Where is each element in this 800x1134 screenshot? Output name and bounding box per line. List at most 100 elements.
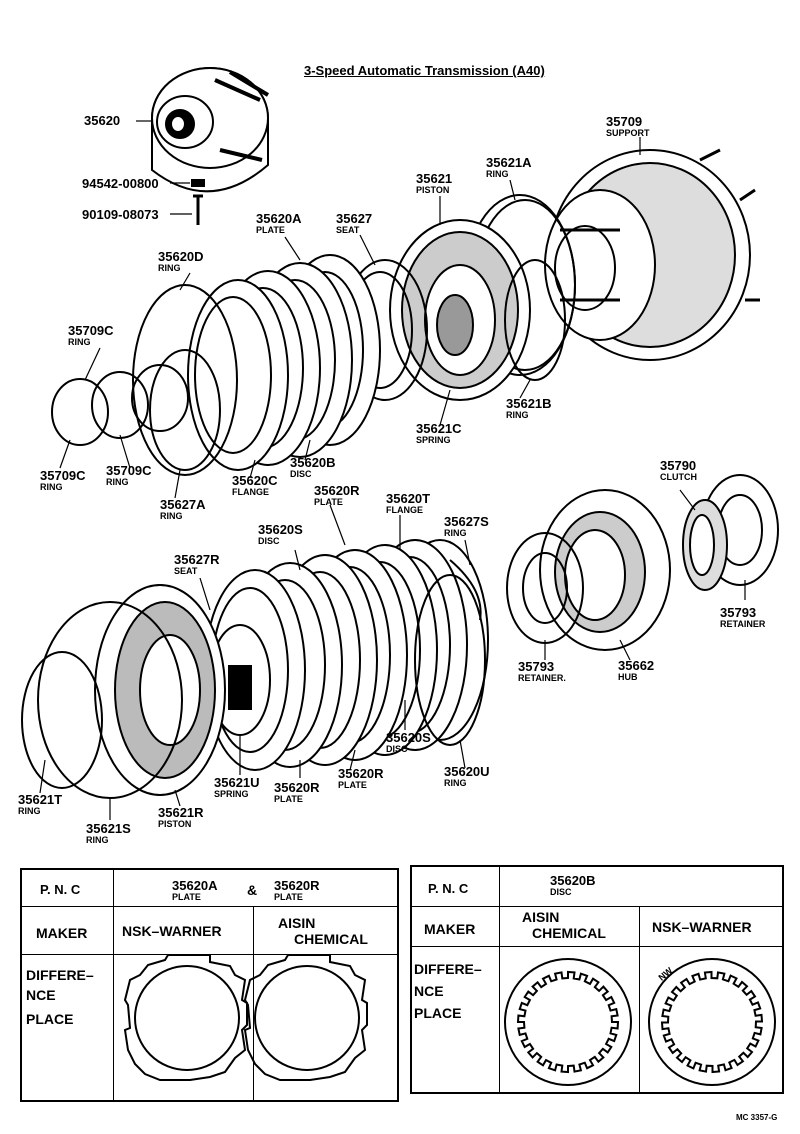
maker-r1-line1: AISIN bbox=[522, 909, 560, 925]
part-number-label: 35790 bbox=[660, 458, 697, 473]
ring-35620D-drawing bbox=[132, 284, 238, 476]
part-name-label: PLATE bbox=[256, 225, 285, 235]
piston-35621R-drawing bbox=[94, 584, 226, 796]
part-name-label: RING bbox=[486, 169, 509, 179]
nut-drawing bbox=[191, 179, 205, 187]
part-number-label: 35621A bbox=[486, 155, 532, 170]
maker-1: NSK–WARNER bbox=[122, 923, 222, 939]
bolt-drawing bbox=[193, 194, 203, 225]
hub-35662-drawing bbox=[539, 489, 671, 651]
diff-r-line1: DIFFERE– bbox=[414, 961, 482, 977]
diff-1-cell-r bbox=[500, 947, 640, 1092]
part-name-label: RING bbox=[40, 482, 63, 492]
part-name-label: PISTON bbox=[416, 185, 450, 195]
nsk-disc-drawing bbox=[648, 958, 776, 1086]
part-number-label: 35627R bbox=[174, 552, 220, 567]
maker-label-cell-r: MAKER bbox=[412, 907, 500, 947]
part-number-label: 35709 bbox=[606, 114, 643, 129]
part-name-label: SEAT bbox=[174, 566, 198, 576]
ring-35621B-drawing bbox=[504, 259, 566, 381]
pnc-label-r: P. N. C bbox=[428, 881, 469, 896]
part-name-label: SUPPORT bbox=[606, 128, 650, 138]
part-name-label: PLATE bbox=[274, 794, 303, 804]
part-name-label: RETAINER bbox=[720, 619, 766, 629]
part-number-label: 35620C bbox=[232, 473, 278, 488]
leader-lines bbox=[39, 120, 746, 820]
part-number-label: 35709C bbox=[106, 463, 152, 478]
part-name-label: PLATE bbox=[338, 780, 367, 790]
maker-2-cell-r: NSK–WARNER bbox=[640, 907, 782, 947]
maker-label-r: MAKER bbox=[424, 921, 476, 937]
disc-marking: NW bbox=[656, 965, 675, 983]
maker-2-cell: AISIN CHEMICAL bbox=[254, 907, 397, 955]
part-name-label: RING bbox=[444, 528, 467, 538]
part-number-label: 35627S bbox=[444, 514, 489, 529]
ring-35621T-drawing bbox=[21, 651, 103, 789]
diff-r-line2: NCE bbox=[414, 983, 444, 999]
part-number-label: 35620R bbox=[338, 766, 384, 781]
part-name-label: RING bbox=[160, 511, 183, 521]
pnc-amp: & bbox=[247, 882, 258, 898]
part-name-label: CLUTCH bbox=[660, 472, 697, 482]
support-35709-drawing bbox=[544, 148, 760, 361]
maker-1-cell: NSK–WARNER bbox=[114, 907, 254, 955]
part-number-label: 35620D bbox=[158, 249, 204, 264]
part-name-label: RING bbox=[506, 410, 529, 420]
pnc-value-cell: 35620A PLATE & 35620R PLATE bbox=[114, 870, 397, 907]
ring-35627A-drawing bbox=[149, 349, 221, 471]
part-name-label: RING bbox=[444, 778, 467, 788]
maker-2-line1: AISIN bbox=[278, 915, 316, 931]
part-name-label: SPRING bbox=[214, 789, 249, 799]
pnc-value-cell-r: 35620B DISC bbox=[500, 867, 782, 907]
ring-35709C-a-drawing bbox=[51, 378, 109, 446]
diff-2-cell-r: NW bbox=[640, 947, 782, 1092]
part-number-label: 35621 bbox=[416, 171, 453, 186]
pnc-b: 35620R bbox=[274, 878, 320, 893]
maker-r1-line2: CHEMICAL bbox=[532, 925, 606, 941]
pnc-a-sub: PLATE bbox=[172, 892, 201, 902]
part-number-label: 35627 bbox=[336, 211, 373, 226]
part-name-label: RING bbox=[68, 337, 91, 347]
part-number-label: 90109-08073 bbox=[82, 207, 159, 222]
part-name-label: RING bbox=[86, 835, 109, 845]
maker-r2: NSK–WARNER bbox=[652, 919, 752, 935]
part-name-label: PLATE bbox=[314, 497, 343, 507]
part-name-label: DISC bbox=[386, 744, 408, 754]
part-number-label: 35621C bbox=[416, 421, 462, 436]
part-number-label: 94542-00800 bbox=[82, 176, 159, 191]
part-number-label: 35620S bbox=[386, 730, 431, 745]
part-number-label: 35627A bbox=[160, 497, 206, 512]
part-number-label: 35620 bbox=[84, 113, 121, 128]
part-name-label: SEAT bbox=[336, 225, 360, 235]
part-name-label: RETAINER. bbox=[518, 673, 566, 683]
diff-label-cell: DIFFERE– NCE PLACE bbox=[22, 955, 114, 1100]
diff-1-cell bbox=[114, 955, 254, 1100]
part-number-label: 35793 bbox=[720, 605, 757, 620]
part-name-label: DISC bbox=[258, 536, 280, 546]
maker-label: MAKER bbox=[36, 925, 88, 941]
pnc-label-cell: P. N. C bbox=[22, 870, 114, 907]
part-name-label: RING bbox=[106, 477, 129, 487]
footer-code: MC 3357-G bbox=[736, 1113, 778, 1122]
ring-35709C-b-drawing bbox=[91, 371, 149, 439]
diff-line2: NCE bbox=[26, 987, 56, 1003]
ring-35709C-c-drawing bbox=[131, 364, 189, 432]
part-number-label: 35620B bbox=[290, 455, 336, 470]
pnc-a: 35620A bbox=[172, 878, 218, 893]
disc-maker-table: P. N. C 35620B DISC MAKER AISIN CHEMICAL… bbox=[410, 865, 784, 1094]
part-number-label: 35620U bbox=[444, 764, 490, 779]
part-number-label: 35620A bbox=[256, 211, 302, 226]
upper-plate-stack-drawing bbox=[187, 254, 381, 471]
lower-plate-stack-drawing bbox=[204, 539, 489, 771]
disc-teeth bbox=[516, 970, 620, 1074]
part-number-label: 35621T bbox=[18, 792, 63, 807]
part-name-label: SPRING bbox=[416, 435, 451, 445]
part-number-label: 35620S bbox=[258, 522, 303, 537]
diff-line1: DIFFERE– bbox=[26, 967, 94, 983]
aisin-disc-drawing bbox=[504, 958, 632, 1086]
part-number-label: 35620R bbox=[274, 780, 320, 795]
part-number-label: 35709C bbox=[68, 323, 114, 338]
disc-teeth bbox=[660, 970, 764, 1074]
part-number-label: 35793 bbox=[518, 659, 555, 674]
